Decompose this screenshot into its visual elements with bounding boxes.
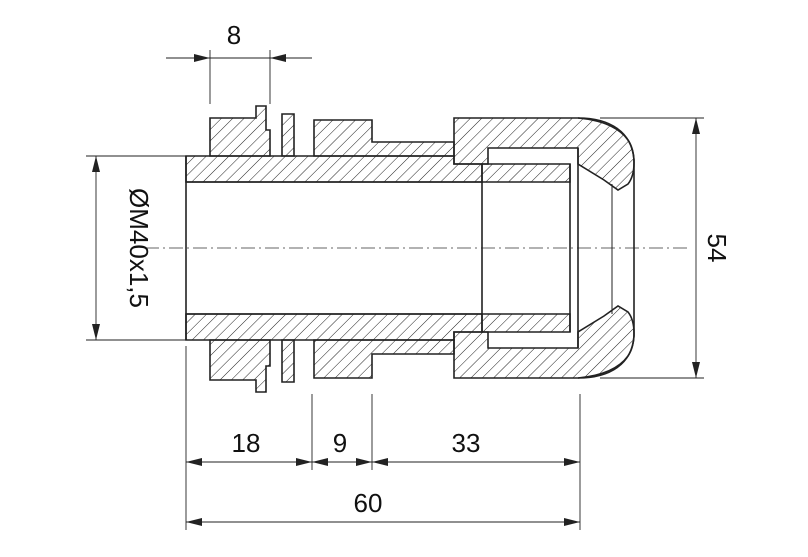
body-hex-section-upper	[313, 119, 455, 157]
arrow-33-left	[372, 458, 388, 466]
body-tube-section-lower	[185, 313, 483, 341]
arrow-9-left	[312, 458, 328, 466]
dim-label-54: 54	[702, 234, 732, 263]
arrow-8-left	[194, 54, 210, 62]
arrow-33-right	[564, 458, 580, 466]
dim-label-18: 18	[232, 428, 261, 458]
dim-label-60: 60	[354, 488, 383, 518]
body-hex-section-lower	[313, 339, 455, 379]
arrow-thread-top	[92, 156, 100, 172]
cap-nut-section-lower	[453, 305, 635, 379]
arrow-18-right	[296, 458, 312, 466]
dim-label-9: 9	[333, 428, 347, 458]
seal-insert-section-upper	[481, 163, 571, 183]
washer-section-upper	[281, 113, 295, 157]
seal-insert-outline	[481, 148, 579, 348]
arrow-thread-bottom	[92, 324, 100, 340]
arrow-60-left	[186, 518, 202, 526]
locknut-section-upper	[209, 105, 271, 157]
locknut-section-lower	[209, 339, 271, 393]
arrow-18-left	[186, 458, 202, 466]
arrow-60-right	[564, 518, 580, 526]
washer-section-lower	[281, 339, 295, 383]
arrow-8-right	[270, 54, 286, 62]
arrow-54-bottom	[692, 362, 700, 378]
dim-label-8: 8	[227, 20, 241, 50]
body-tube-section-upper	[185, 155, 483, 183]
dim-label-33: 33	[452, 428, 481, 458]
dim-label-thread: ØM40x1,5	[124, 188, 154, 308]
seal-insert-section-lower	[481, 313, 571, 333]
arrow-9-right	[356, 458, 372, 466]
cap-nut-dome-outline	[577, 117, 635, 379]
arrow-54-top	[692, 118, 700, 134]
